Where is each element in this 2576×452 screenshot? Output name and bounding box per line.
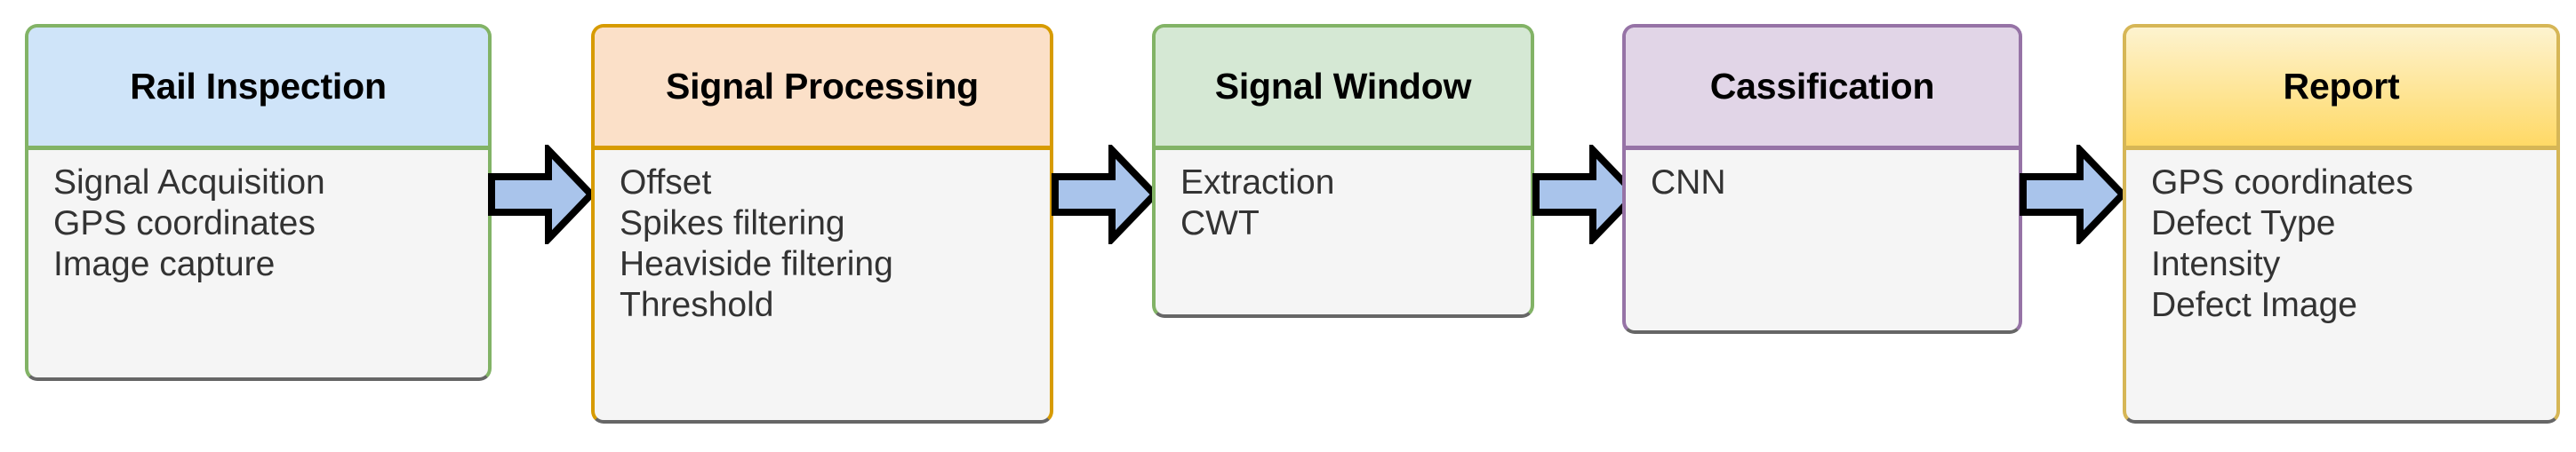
node-item: Intensity [2151,245,2281,284]
node-item: Image capture [53,245,276,284]
node-header-cassification: Cassification [1626,28,2019,150]
node-item: CWT [1180,204,1260,243]
node-signal-window[interactable]: Signal Window Extraction CWT [1152,24,1534,318]
node-header-signal-window: Signal Window [1156,28,1531,150]
node-title: Report [2283,66,2400,107]
arrow-right-icon [1052,141,1160,248]
arrow-right-icon [488,141,596,248]
node-item: Defect Type [2151,204,2336,243]
arrow-connector-1 [488,141,596,248]
node-header-report: Report [2126,28,2556,150]
node-body-report: GPS coordinates Defect Type Intensity De… [2126,150,2556,327]
node-signal-processing[interactable]: Signal Processing Offset Spikes filterin… [591,24,1053,424]
node-item: Offset [620,163,712,202]
arrow-right-icon [2020,141,2128,248]
node-title: Signal Processing [665,66,980,107]
node-report[interactable]: Report GPS coordinates Defect Type Inten… [2123,24,2560,424]
node-body-signal-processing: Offset Spikes filtering Heaviside filter… [595,150,1050,327]
node-item: CNN [1651,163,1726,202]
arrow-connector-3 [1532,141,1641,248]
node-item: GPS coordinates [53,204,316,243]
node-body-signal-window: Extraction CWT [1156,150,1531,245]
arrow-connector-4 [2020,141,2128,248]
node-title: Rail Inspection [130,66,387,107]
node-item: Spikes filtering [620,204,845,243]
node-header-rail-inspection: Rail Inspection [28,28,488,150]
node-item: GPS coordinates [2151,163,2413,202]
node-item: Heaviside filtering [620,245,893,284]
node-header-signal-processing: Signal Processing [595,28,1050,150]
node-cassification[interactable]: Cassification CNN [1622,24,2022,334]
node-item: Defect Image [2151,286,2357,325]
node-body-cassification: CNN [1626,150,2019,204]
node-rail-inspection[interactable]: Rail Inspection Signal Acquisition GPS c… [25,24,492,381]
node-title: Signal Window [1214,66,1472,107]
node-body-rail-inspection: Signal Acquisition GPS coordinates Image… [28,150,488,286]
node-item: Signal Acquisition [53,163,325,202]
arrow-right-icon [1532,141,1641,248]
arrow-connector-2 [1052,141,1160,248]
node-item: Extraction [1180,163,1335,202]
node-title: Cassification [1709,66,1935,107]
node-item: Threshold [620,286,774,325]
